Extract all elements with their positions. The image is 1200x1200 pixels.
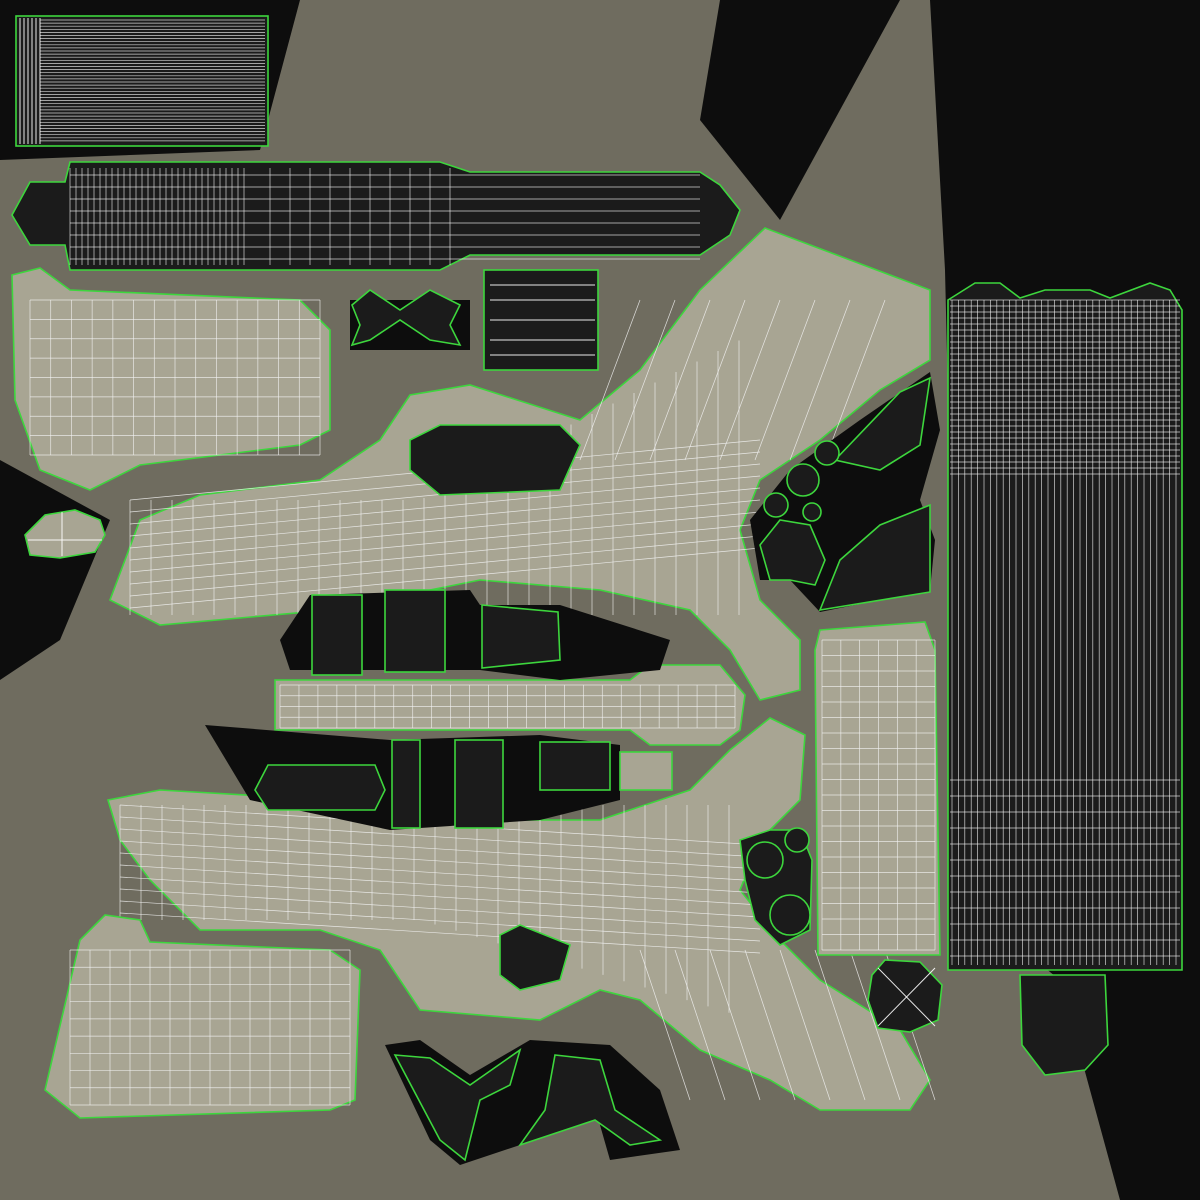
wire-line <box>129 523 761 585</box>
wire-line <box>119 900 761 942</box>
wire-line <box>119 840 761 882</box>
grip-panel-bottom <box>44 914 361 1119</box>
frame-upper <box>108 227 931 701</box>
bottom-dark-parts <box>385 924 680 1165</box>
wire-line <box>129 547 761 609</box>
wire-line <box>779 949 831 1101</box>
small-dome <box>24 509 106 559</box>
wire-line <box>119 864 761 906</box>
wire-line <box>129 487 761 549</box>
wire-line <box>119 816 761 858</box>
wire-line <box>744 949 796 1101</box>
wire-line <box>824 299 886 461</box>
wire-line <box>754 299 816 461</box>
wire-line <box>649 299 711 461</box>
wire-line <box>639 949 691 1101</box>
wire-line <box>849 949 901 1101</box>
wire-line <box>789 299 851 461</box>
wire-line <box>674 949 726 1101</box>
wire-line <box>129 511 761 573</box>
trigger-guard-parts <box>750 372 940 612</box>
barrel-cylinder <box>11 161 741 271</box>
grip-panel-top <box>11 267 331 491</box>
wire-line <box>684 299 746 461</box>
wire-line <box>119 852 761 894</box>
wire-line <box>119 828 761 870</box>
bowtie-part <box>350 289 470 350</box>
square-block <box>483 269 599 371</box>
octagon-cap <box>867 959 943 1033</box>
wire-line <box>129 535 761 597</box>
wire-line <box>119 876 761 918</box>
silencer-top-block <box>15 15 269 147</box>
dark-parts-lower <box>205 725 673 830</box>
dark-parts-upper <box>280 589 670 680</box>
slide-long <box>947 282 1183 1076</box>
disc-parts <box>739 827 813 946</box>
wire-line <box>709 949 761 1101</box>
wire-line <box>119 912 761 954</box>
tan-strip-right <box>814 621 941 956</box>
wire-line <box>579 299 641 461</box>
wire-line <box>614 299 676 461</box>
wire-line <box>129 499 761 561</box>
wire-line <box>119 888 761 930</box>
wire-line <box>129 475 761 537</box>
wire-line <box>719 299 781 461</box>
wire-line <box>814 949 866 1101</box>
mid-strip <box>274 664 746 746</box>
frame-lower <box>106 717 936 1111</box>
